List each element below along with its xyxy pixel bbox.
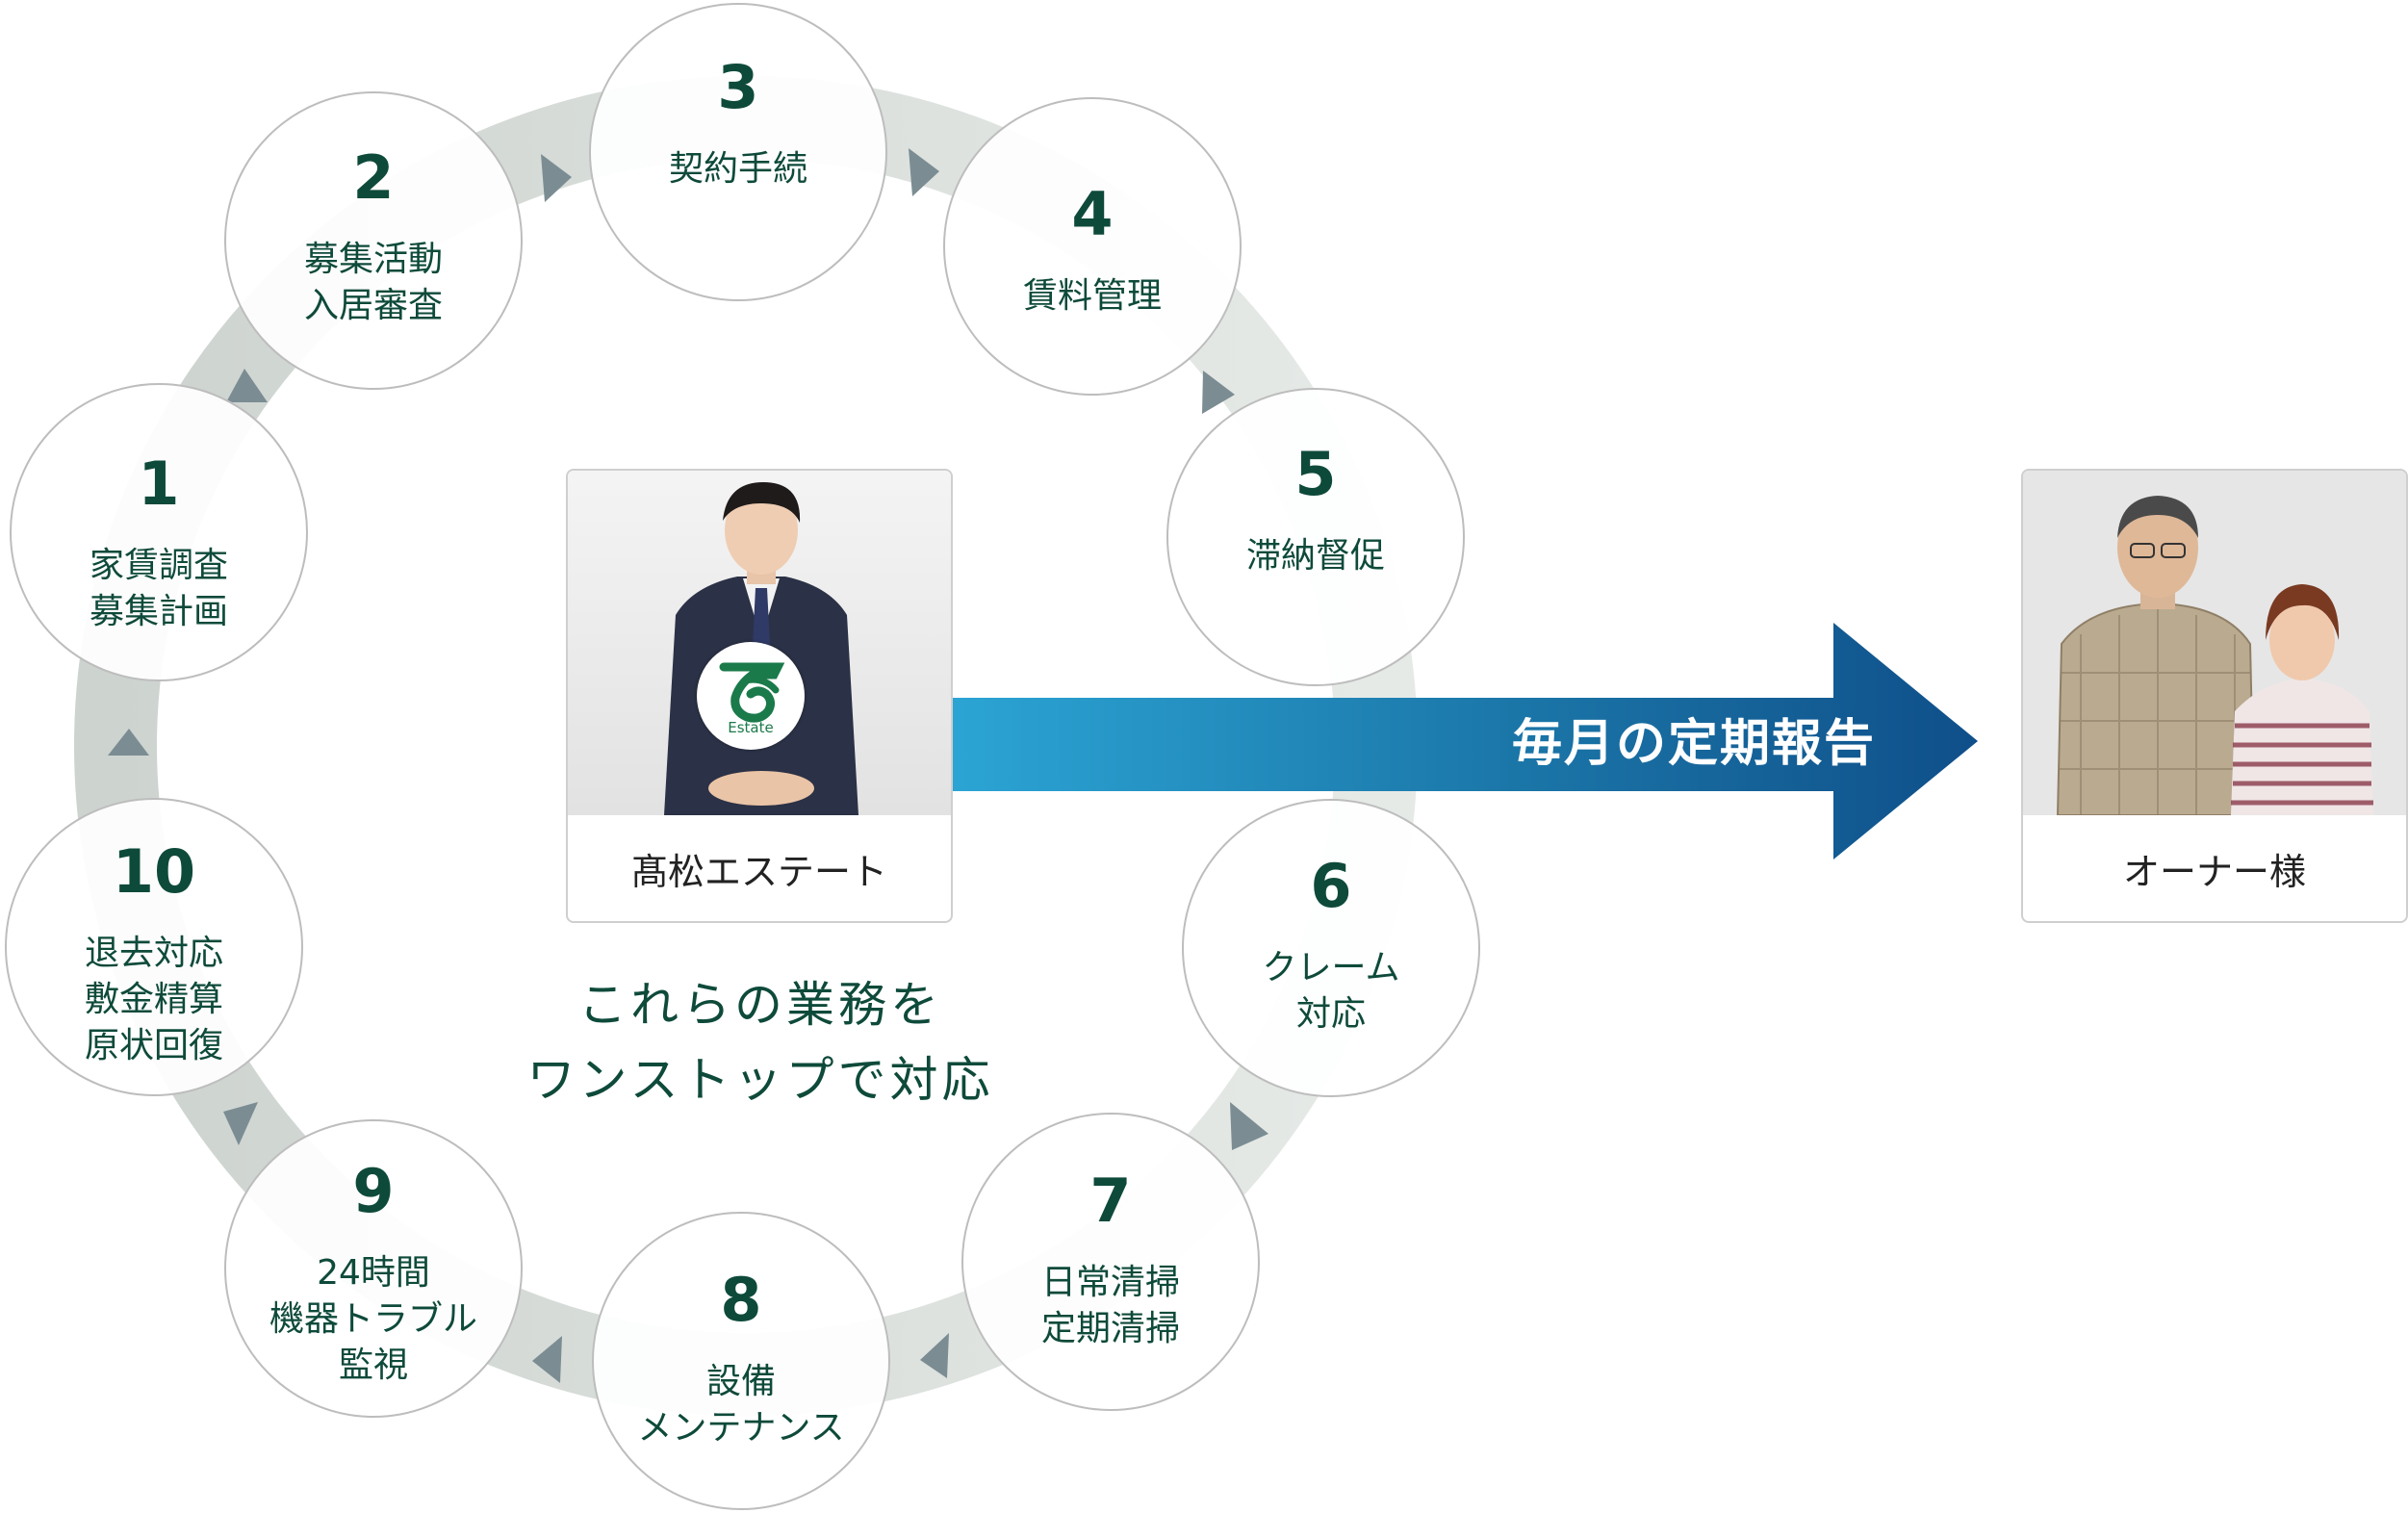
step-circle-2: 2 募集活動入居審査 bbox=[224, 91, 523, 390]
step-label: 家賃調査募集計画 bbox=[12, 543, 306, 635]
one-stop-tagline: これらの業務を ワンストップで対応 bbox=[462, 967, 1059, 1117]
step-label-line: 賃料管理 bbox=[1022, 276, 1162, 316]
step-circle-1: 1 家賃調査募集計画 bbox=[10, 383, 308, 681]
ring-arrow-icon bbox=[1230, 1102, 1268, 1150]
step-circle-4: 4 賃料管理 bbox=[943, 97, 1242, 396]
step-label-line: 日常清掃 bbox=[1040, 1263, 1180, 1302]
step-label: クレーム対応 bbox=[1184, 945, 1478, 1038]
company-name: 髙松エステート bbox=[630, 850, 887, 893]
step-label-line: 退去対応 bbox=[84, 934, 223, 973]
step-circle-7: 7 日常清掃定期清掃 bbox=[961, 1113, 1260, 1411]
monthly-report-arrow bbox=[953, 623, 1978, 859]
step-label-line: 敷金精算 bbox=[84, 980, 223, 1019]
ring-arrow-icon bbox=[108, 729, 149, 756]
step-number: 2 bbox=[352, 142, 395, 213]
step-label-line: 契約手続 bbox=[668, 149, 807, 189]
ring-arrow-icon bbox=[226, 369, 268, 402]
step-label: 退去対応敷金精算原状回復 bbox=[7, 931, 301, 1069]
step-label: 賃料管理 bbox=[945, 273, 1240, 320]
step-number: 5 bbox=[1294, 439, 1337, 509]
step-number: 6 bbox=[1310, 851, 1352, 921]
ring-arrow-icon bbox=[920, 1333, 949, 1378]
step-label-line: 定期清掃 bbox=[1040, 1309, 1180, 1348]
estate-badge: Estate bbox=[697, 642, 805, 750]
step-label-line: 機器トラブル bbox=[269, 1299, 477, 1339]
tagline-line-1: これらの業務を bbox=[578, 977, 942, 1033]
step-number: 3 bbox=[717, 52, 759, 122]
step-circle-9: 9 24時間機器トラブル監視 bbox=[224, 1119, 523, 1418]
step-label: 募集活動入居審査 bbox=[226, 237, 521, 329]
step-label-line: 家賃調査 bbox=[89, 546, 228, 585]
step-circle-3: 3 契約手続 bbox=[589, 3, 887, 301]
step-label-line: 設備 bbox=[705, 1362, 776, 1401]
step-label: 滞納督促 bbox=[1168, 533, 1463, 579]
step-circle-10: 10 退去対応敷金精算原状回復 bbox=[5, 798, 303, 1096]
ring-arrow-icon bbox=[532, 1336, 562, 1383]
estate-logo-icon bbox=[719, 662, 785, 723]
ring-arrow-icon bbox=[541, 154, 572, 202]
step-number: 10 bbox=[112, 836, 196, 907]
step-number: 7 bbox=[1089, 1166, 1132, 1236]
step-label: 24時間機器トラブル監視 bbox=[226, 1250, 521, 1389]
step-number: 4 bbox=[1071, 179, 1114, 249]
step-label-line: 滞納督促 bbox=[1245, 536, 1385, 576]
step-number: 9 bbox=[352, 1156, 395, 1226]
monthly-report-label: 毎月の定期報告 bbox=[1511, 715, 1876, 773]
step-circle-6: 6 クレーム対応 bbox=[1182, 799, 1480, 1097]
step-label-line: 監視 bbox=[338, 1346, 408, 1385]
step-label-line: 募集計画 bbox=[89, 592, 228, 631]
step-label-line: 原状回復 bbox=[84, 1026, 223, 1065]
step-circle-5: 5 滞納督促 bbox=[1166, 388, 1465, 686]
company-photo: Estate bbox=[568, 471, 951, 815]
ring-arrow-icon bbox=[909, 148, 939, 196]
owner-name: オーナー様 bbox=[2122, 850, 2306, 893]
ring-arrow-icon bbox=[1202, 371, 1235, 414]
step-label: 契約手続 bbox=[591, 146, 885, 192]
step-label: 設備メンテナンス bbox=[594, 1359, 888, 1451]
step-label-line: 24時間 bbox=[317, 1253, 430, 1293]
step-number: 1 bbox=[138, 449, 180, 519]
step-label-line: 募集活動 bbox=[303, 240, 443, 279]
step-circle-8: 8 設備メンテナンス bbox=[592, 1212, 890, 1510]
tagline-line-2: ワンストップで対応 bbox=[526, 1052, 994, 1108]
estate-badge-text: Estate bbox=[728, 719, 774, 736]
owner-card: オーナー様 bbox=[2021, 469, 2408, 923]
step-label-line: 対応 bbox=[1295, 994, 1366, 1034]
owner-photo bbox=[2023, 471, 2406, 815]
ring-arrow-icon bbox=[223, 1102, 258, 1145]
step-label-line: メンテナンス bbox=[637, 1408, 845, 1448]
company-card: Estate 髙松エステート bbox=[566, 469, 953, 923]
step-number: 8 bbox=[720, 1265, 762, 1335]
step-label-line: クレーム bbox=[1262, 948, 1400, 987]
step-label-line: 入居審査 bbox=[303, 286, 443, 325]
step-label: 日常清掃定期清掃 bbox=[963, 1260, 1258, 1352]
